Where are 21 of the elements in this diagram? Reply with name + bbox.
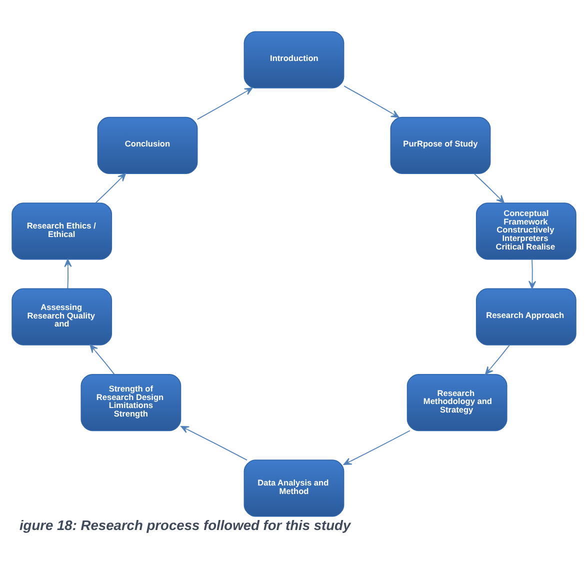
node-box: Research Approach [476, 288, 576, 346]
arrow [196, 87, 253, 120]
arrow [95, 173, 126, 204]
node-box: Research Ethics / Ethical [12, 202, 112, 260]
arrow [485, 344, 510, 375]
arrow [474, 173, 505, 204]
node-box: PurRpose of Study [390, 116, 491, 174]
node-box: Conclusion [97, 116, 198, 174]
node-box: Assessing Research Quality and [12, 288, 112, 346]
node-box: Research Methodology and Strategy [406, 374, 508, 432]
arrow [344, 86, 400, 118]
node-box: Conceptual Framework Constructively Interpreters Critical Realise [476, 202, 576, 260]
node-box: Strength of Research Design Limitations Strength [80, 374, 182, 432]
arrow [343, 430, 410, 465]
node-box: Data Analysis and Method [244, 460, 344, 517]
caption: igure 18: Research process followed for this study [19, 517, 351, 534]
arrow [64, 258, 72, 289]
node-box: Introduction [244, 31, 344, 88]
arrow [90, 344, 115, 375]
arrow [180, 426, 248, 461]
arrow [528, 258, 536, 289]
